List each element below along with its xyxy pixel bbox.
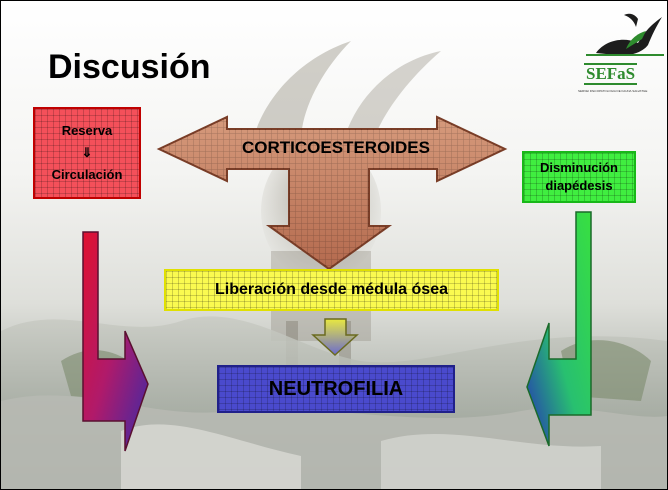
reserva-circulacion-box: Reserva ⇓ Circulación [33,107,141,199]
ibex-logo-icon [586,13,664,56]
disminucion-label: Disminución [539,160,618,175]
disminucion-diapedesis-box: Disminución diapédesis [522,151,636,203]
down-double-arrow-icon: ⇓ [81,145,93,160]
liberacion-medula-box: Liberación desde médula ósea [164,269,499,311]
logo-subtext: SERVEI D'ECOPATOLOGIA DE FAUNA SALVATGE [578,89,648,93]
liberacion-label: Liberación desde médula ósea [215,281,448,298]
neutrofilia-label: NEUTROFILIA [268,377,404,400]
logo-text: SEFaS [584,63,638,85]
right-bent-arrow-icon [526,211,592,447]
diapedesis-label: diapédesis [545,178,613,193]
circulacion-label: Circulación [51,167,123,182]
sefas-logo: SEFaS SERVEI D'ECOPATOLOGIA DE FAUNA SAL… [576,9,666,99]
slide-title: Discusión [48,48,211,86]
reserva-label: Reserva [61,123,113,138]
left-bent-arrow-icon [82,231,149,452]
down-arrow-icon [311,318,359,357]
neutrofilia-box: NEUTROFILIA [217,365,455,413]
corticoesteroides-label: CORTICOESTEROIDES [242,138,430,157]
corticoesteroides-arrow [156,115,508,271]
